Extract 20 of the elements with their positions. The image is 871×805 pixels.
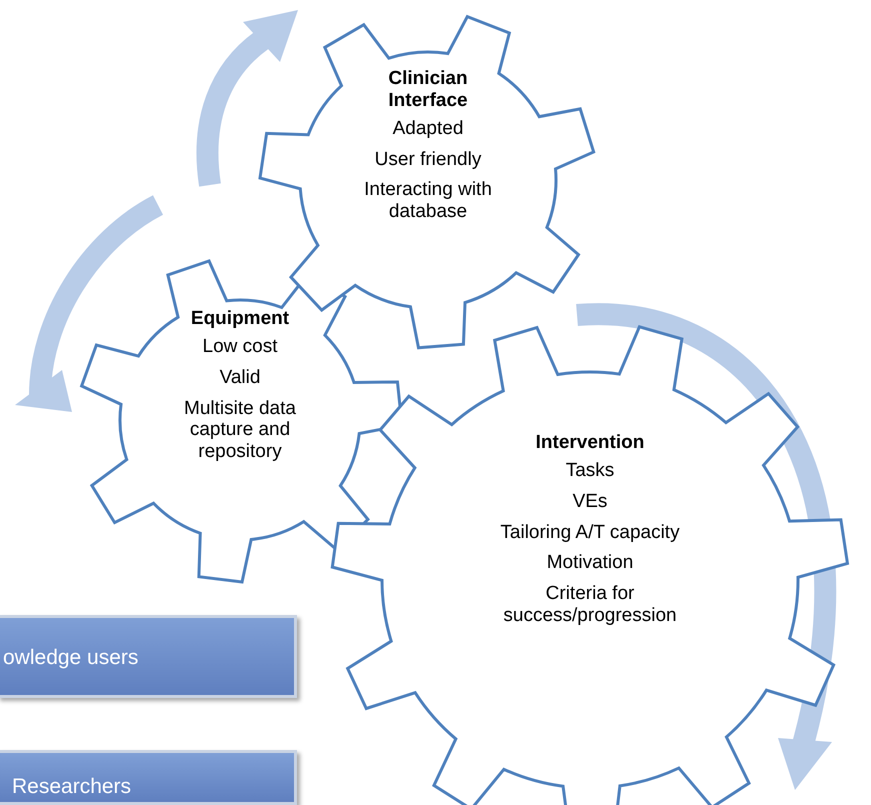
gear-item: Motivation xyxy=(546,552,634,574)
gear-heading: Intervention xyxy=(534,432,646,454)
gear-shape xyxy=(78,258,402,582)
gear-shape xyxy=(332,322,848,805)
label-bar xyxy=(0,615,297,698)
gear-heading: Clinician Interface xyxy=(387,68,469,112)
label-bar xyxy=(0,750,297,805)
gear-item: VEs xyxy=(572,490,608,513)
gear-item: Valid xyxy=(218,366,262,389)
gear-item: Adapted xyxy=(392,118,464,140)
gear-item: Interacting with database xyxy=(363,179,493,224)
gear-item: Tailoring A/T capacity xyxy=(499,522,681,544)
gear-item: Multisite data capture and repository xyxy=(183,398,297,464)
gear-item: Criteria for success/progression xyxy=(502,583,678,627)
gear-item: User friendly xyxy=(374,148,482,170)
gear-item: Tasks xyxy=(564,460,616,482)
bar-label: owledge users xyxy=(3,646,138,670)
gear-item: Low cost xyxy=(202,336,278,358)
gear-heading: Equipment xyxy=(190,308,290,330)
bar-label: Researchers xyxy=(12,775,132,799)
